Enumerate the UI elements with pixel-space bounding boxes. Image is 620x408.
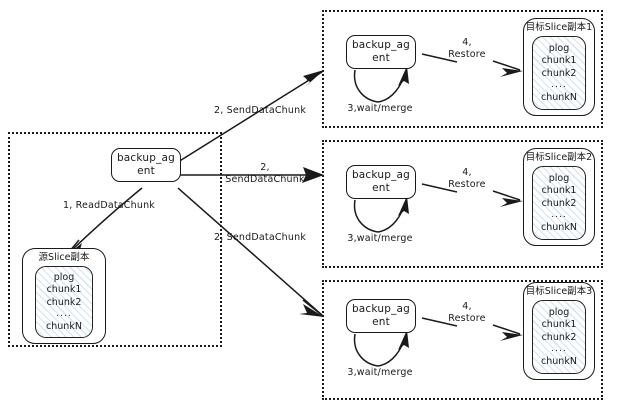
edge-label-read-data-chunk: 1, ReadDataChunk	[62, 200, 156, 211]
edge-restore-3	[421, 317, 458, 327]
edge-restore-2b	[492, 190, 521, 201]
target-panel-1	[322, 10, 603, 128]
slice-item: plog	[548, 172, 570, 184]
target-1-loop-label: 3,wait/merge	[347, 103, 413, 114]
arrowhead-send-2	[302, 167, 324, 183]
target-3-restore-label: 4, Restore	[448, 301, 486, 324]
edge-loop-2b	[377, 199, 407, 233]
slice-item-ellipsis: ....	[551, 344, 567, 354]
target-2-slice-box: 目标Slice副本2 plog chunk1 chunk2 .... chunk…	[523, 148, 595, 246]
edge-restore-3b	[492, 324, 521, 335]
target-2-slice-contents: plog chunk1 chunk2 .... chunkN	[532, 166, 586, 240]
edge-read-data-chunk	[71, 187, 143, 251]
edge-restore-2	[421, 183, 458, 193]
target-2-backup-agent-node[interactable]: backup_ag ent	[346, 165, 416, 199]
source-panel	[8, 132, 222, 347]
source-backup-agent-node[interactable]: backup_ag ent	[111, 148, 181, 182]
slice-item: plog	[548, 306, 570, 318]
target-panel-2	[322, 140, 603, 268]
edge-loop-3a	[353, 333, 379, 367]
slice-item: chunk2	[46, 296, 82, 308]
slice-item: chunk1	[541, 185, 577, 196]
target-1-slice-title: 目标Slice副本1	[525, 22, 593, 33]
arrowhead-send-3-barb	[302, 299, 324, 317]
target-2-loop-label: 3,wait/merge	[347, 233, 413, 244]
source-slice-title: 源Slice副本	[38, 252, 90, 263]
target-3-slice-title: 目标Slice副本3	[525, 286, 593, 297]
edge-label-send-data-chunk-3: 2, SendDataChunk	[213, 232, 307, 243]
slice-item: chunk2	[541, 67, 577, 79]
edge-send-data-chunk-3	[177, 187, 323, 316]
arrowhead-send-1-barb	[306, 70, 324, 81]
edge-loop-1a	[353, 69, 379, 103]
target-3-backup-agent-node[interactable]: backup_ag ent	[346, 299, 416, 333]
arrowhead-restore-3	[500, 332, 523, 341]
target-panel-3	[322, 280, 603, 400]
target-1-restore-label: 4, Restore	[448, 37, 486, 60]
target-2-restore-label: 4, Restore	[448, 167, 486, 190]
target-3-slice-box: 目标Slice副本3 plog chunk1 chunk2 .... chunk…	[523, 282, 595, 380]
target-1-slice-contents: plog chunk1 chunk2 .... chunkN	[532, 36, 586, 110]
target-3-slice-contents: plog chunk1 chunk2 .... chunkN	[532, 300, 586, 374]
edge-restore-1	[421, 53, 458, 63]
slice-item: chunkN	[541, 222, 577, 233]
slice-item: chunkN	[46, 321, 82, 332]
edge-send-data-chunk-1	[177, 71, 323, 163]
slice-item-ellipsis: ....	[56, 309, 72, 319]
edge-loop-2a	[353, 199, 379, 233]
slice-item: plog	[53, 271, 75, 283]
edge-label-send-data-chunk-2: 2, SendDataChunk	[225, 162, 305, 185]
arrowhead-send-3	[299, 304, 324, 317]
edge-restore-1b	[492, 60, 521, 71]
source-slice-box: 源Slice副本 plog chunk1 chunk2 .... chunkN	[22, 248, 106, 344]
slice-item: plog	[548, 42, 570, 54]
slice-item: chunk2	[541, 331, 577, 343]
target-1-backup-agent-node[interactable]: backup_ag ent	[346, 35, 416, 69]
edge-loop-3b	[377, 333, 407, 367]
slice-item-ellipsis: ....	[551, 80, 567, 90]
edge-label-send-data-chunk-1: 2, SendDataChunk	[213, 105, 307, 116]
slice-item-ellipsis: ....	[551, 210, 567, 220]
slice-item: chunk1	[46, 284, 82, 295]
slice-item: chunk1	[541, 319, 577, 330]
target-2-slice-title: 目标Slice副本2	[525, 152, 593, 163]
slice-item: chunk2	[541, 197, 577, 209]
slice-item: chunkN	[541, 356, 577, 367]
arrowhead-loop-1	[398, 66, 409, 86]
arrowhead-loop-3	[398, 330, 409, 350]
arrowhead-loop-2	[398, 196, 409, 216]
edge-loop-1b	[377, 69, 407, 103]
source-slice-contents: plog chunk1 chunk2 .... chunkN	[35, 266, 93, 338]
arrowhead-restore-2	[500, 198, 523, 207]
arrowhead-restore-1	[500, 68, 523, 77]
slice-item: chunkN	[541, 92, 577, 103]
target-3-loop-label: 3,wait/merge	[347, 367, 413, 378]
target-1-slice-box: 目标Slice副本1 plog chunk1 chunk2 .... chunk…	[523, 18, 595, 116]
slice-item: chunk1	[541, 55, 577, 66]
